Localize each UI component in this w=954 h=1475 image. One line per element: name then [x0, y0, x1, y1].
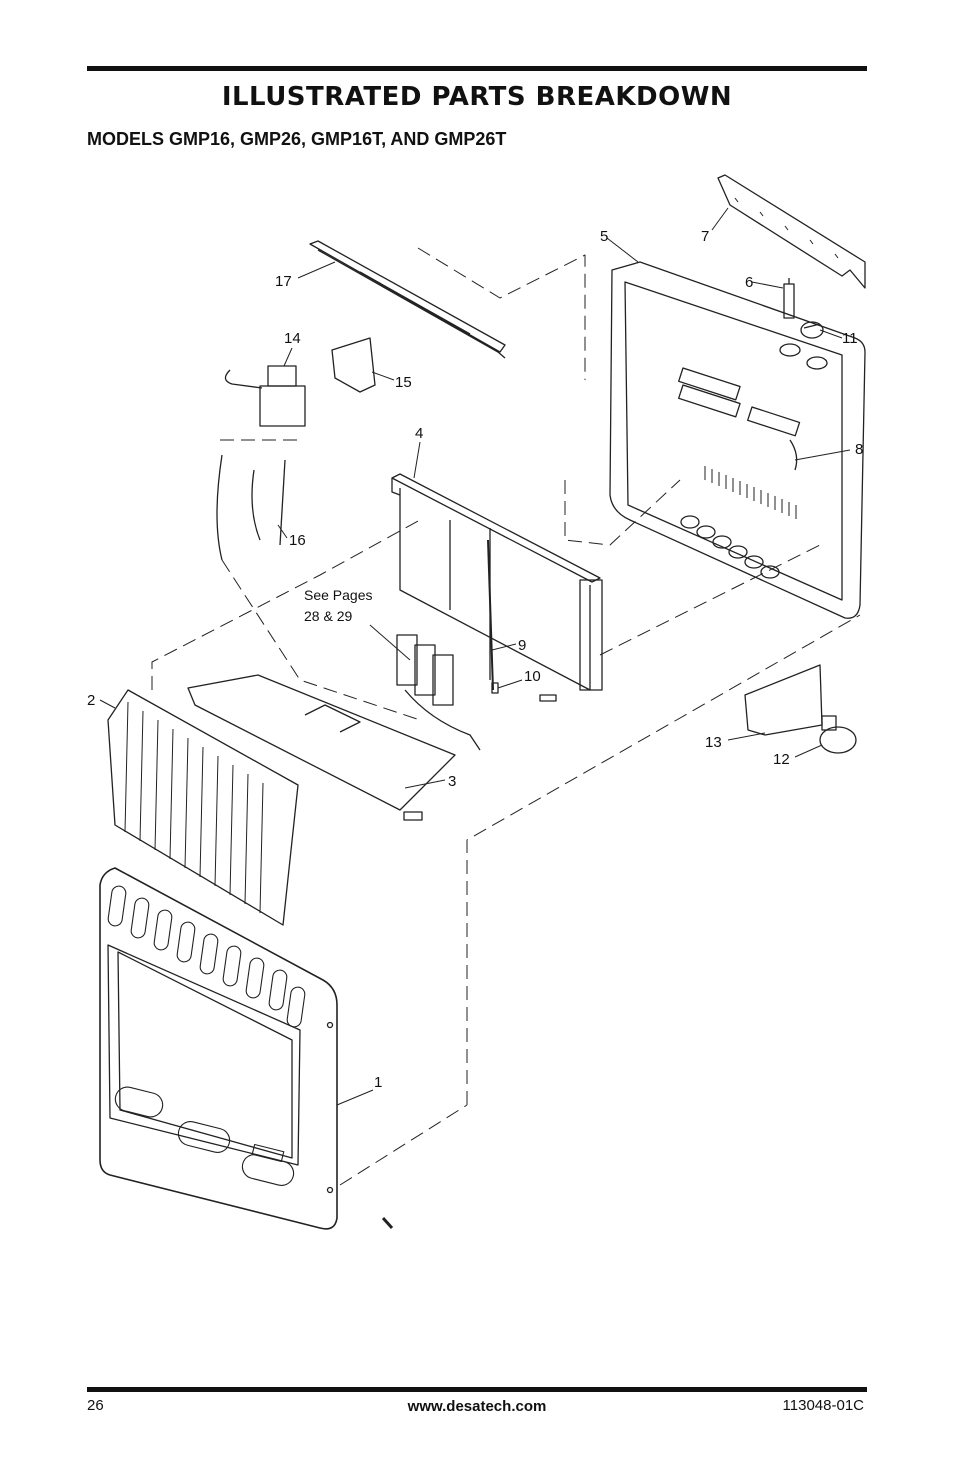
part-7-wall-bracket	[717, 174, 866, 289]
assembly-line	[221, 559, 421, 721]
assembly-line	[339, 1104, 468, 1186]
part-15-valve-bracket	[331, 337, 376, 393]
part-8-wire	[789, 439, 798, 471]
part-2-front-grill	[107, 689, 299, 926]
bottom-rule	[87, 1387, 867, 1392]
callout-3: 3	[448, 773, 456, 790]
top-rule	[87, 66, 867, 71]
callout-1: 1	[374, 1074, 382, 1091]
part-16-gas-tubes	[216, 454, 286, 561]
page-title: ILLUSTRATED PARTS BREAKDOWN	[221, 82, 733, 112]
assembly-line	[466, 614, 861, 1105]
part-9-rod	[487, 539, 494, 691]
document-number: 113048-01C	[782, 1397, 864, 1414]
part-14-gas-valve	[224, 365, 306, 427]
assembly-line	[417, 247, 586, 380]
callout-4: 4	[415, 425, 423, 442]
assembly-line	[151, 519, 421, 690]
callout-9: 9	[518, 637, 526, 654]
callout-11: 11	[842, 330, 858, 347]
callout-14: 14	[284, 330, 301, 347]
callout-2: 2	[87, 692, 95, 709]
callout-8: 8	[855, 441, 863, 458]
screw	[539, 694, 557, 702]
part-4-burner-housing	[391, 473, 603, 691]
page-subtitle: MODELS GMP16, GMP26, GMP16T, AND GMP26T	[87, 129, 507, 149]
callout-17: 17	[275, 273, 292, 290]
part-6-igniter	[783, 278, 795, 319]
footer-website: www.desatech.com	[407, 1398, 547, 1415]
part-13-regulator-bracket	[744, 664, 823, 736]
see-pages-note-pages: 28 & 29	[304, 608, 352, 624]
part-5-back-cabinet	[609, 261, 866, 619]
screw	[381, 1216, 394, 1230]
burner-assembly	[396, 634, 481, 751]
callout-13: 13	[705, 734, 722, 751]
part-11-control-knob	[800, 321, 824, 339]
callout-7: 7	[701, 228, 709, 245]
page-number: 26	[87, 1397, 104, 1414]
assembly-line	[599, 544, 821, 656]
callout-5: 5	[600, 228, 608, 245]
callout-16: 16	[289, 532, 306, 549]
callout-6: 6	[745, 274, 753, 291]
part-3-burner-tray	[187, 674, 456, 821]
part-17-top-deflector	[309, 240, 506, 359]
part-12-regulator	[819, 715, 857, 754]
part-1-front-casing	[99, 867, 338, 1230]
see-pages-note: See Pages	[304, 587, 373, 603]
callout-10: 10	[524, 668, 541, 685]
callout-12: 12	[773, 751, 790, 768]
callout-15: 15	[395, 374, 412, 391]
